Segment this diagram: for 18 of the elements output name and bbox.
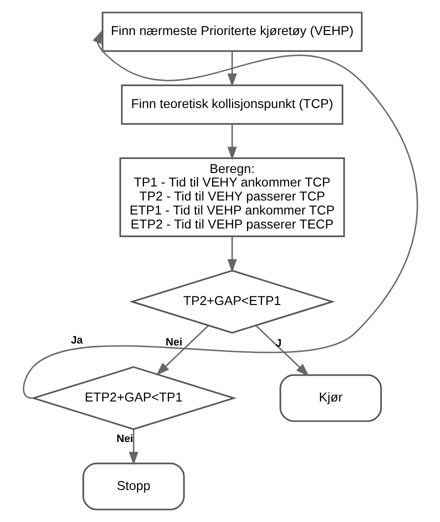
edge-label: Nei [116,432,133,445]
arrow [128,429,138,466]
edge-label: Ja [70,334,82,347]
arrow [23,30,418,399]
arrow [156,325,208,376]
node-box: Finn nærmeste Prioriterte kjøretøy (VEHP) [101,12,362,52]
node-diamond: ETP2+GAP<TP1 [30,366,236,430]
node-box: Finn teoretisk kollisjonspunkt (TCP) [120,84,343,125]
node-box: Beregn: TP1 - Tid til VEHY ankommer TCP TP2 - Tid til VEHY passerer TCP ETP1 - Tid til VEHP ankommer TCP ETP2 - Tid til VEHP passerer TECP [118,157,344,238]
node-diamond: TP2+GAP<ETP1 [128,270,335,334]
arrow [226,236,236,273]
arrow [255,325,309,377]
node-box: Stopp [82,462,184,510]
edge-label: J [275,337,282,350]
arrow [226,51,236,87]
node-box: Kjør [279,374,382,422]
edge-label: Nei [165,336,182,349]
arrow [226,124,236,160]
